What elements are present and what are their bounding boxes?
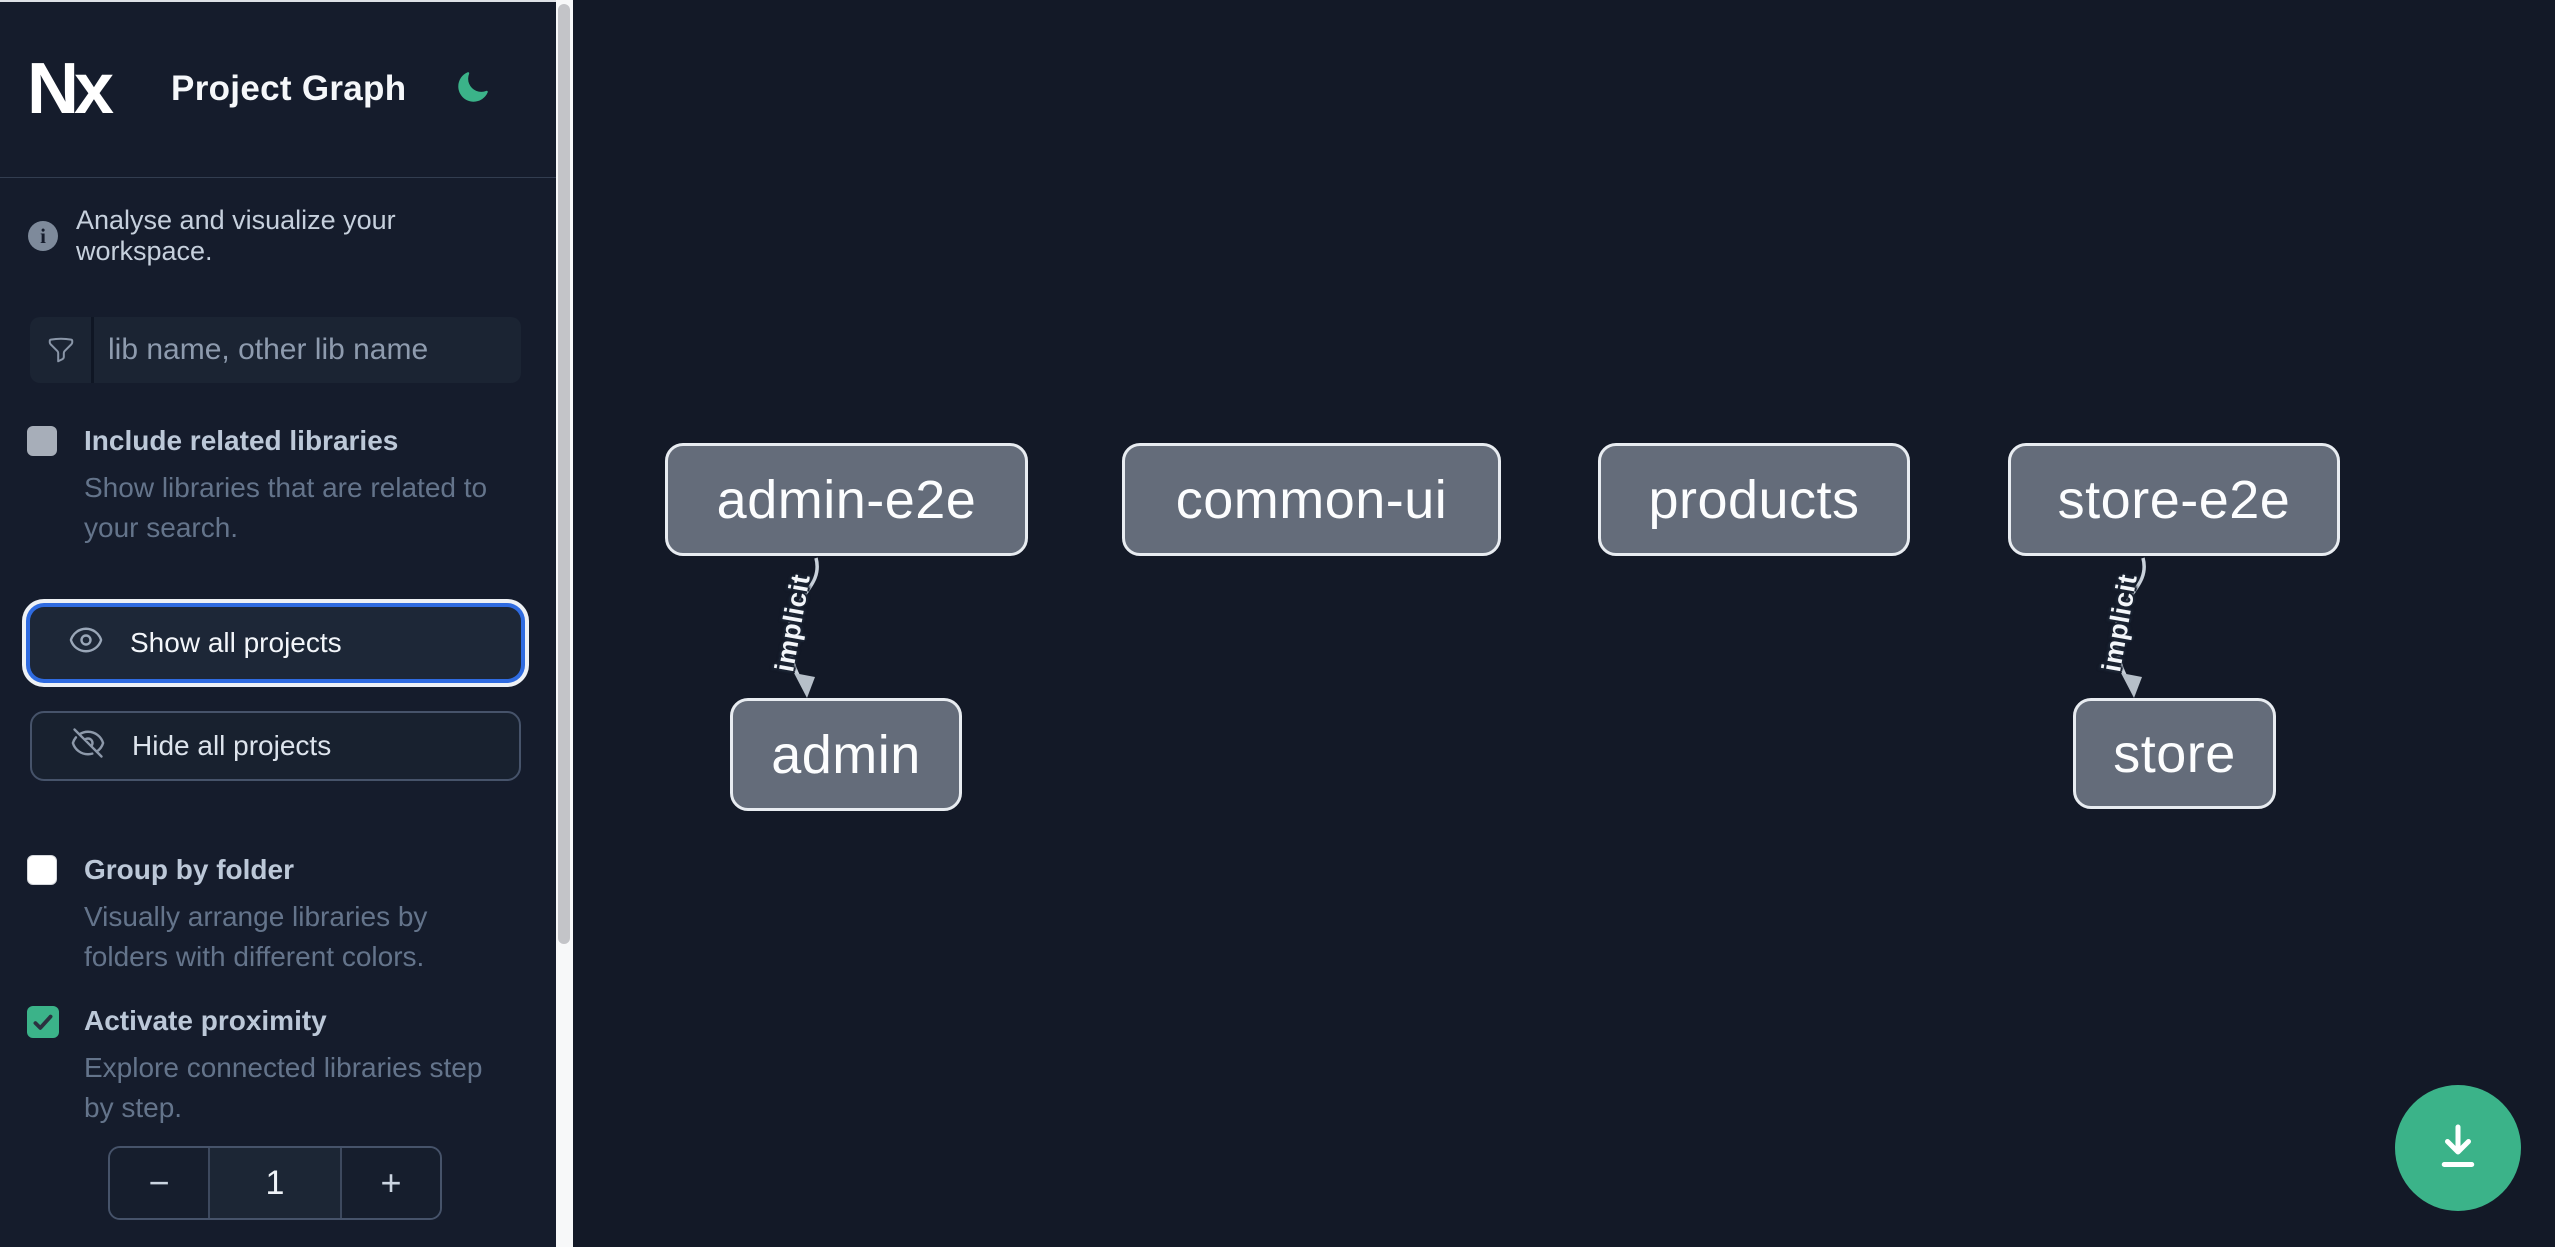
moon-icon: [455, 70, 490, 108]
graph-node-store-e2e[interactable]: store-e2e: [2008, 443, 2340, 556]
eye-icon: [68, 622, 104, 665]
proximity-decrement-button[interactable]: −: [110, 1148, 208, 1218]
proximity-increment-button[interactable]: +: [342, 1148, 440, 1218]
download-graph-button[interactable]: [2395, 1085, 2521, 1211]
include-related-description: Show libraries that are related to your …: [84, 472, 488, 543]
include-related-toggle: Include related libraries Show libraries…: [27, 424, 516, 548]
arrowhead-icon: [794, 673, 815, 698]
proximity-stepper: − 1 +: [108, 1146, 442, 1220]
sidebar-scrollbar[interactable]: [556, 0, 573, 1247]
group-by-folder-label: Group by folder: [84, 854, 294, 885]
activate-proximity-checkbox[interactable]: [27, 1006, 59, 1038]
proximity-value: 1: [208, 1148, 342, 1218]
search-input[interactable]: [94, 317, 521, 383]
include-related-checkbox[interactable]: [27, 426, 57, 456]
activate-proximity-description: Explore connected libraries step by step…: [84, 1052, 483, 1123]
hide-all-projects-label: Hide all projects: [132, 730, 332, 761]
show-all-projects-label: Show all projects: [130, 627, 342, 658]
activate-proximity-label: Activate proximity: [84, 1005, 327, 1036]
theme-toggle-button[interactable]: [452, 69, 492, 109]
group-by-folder-checkbox[interactable]: [27, 855, 57, 885]
info-text: Analyse and visualize your workspace.: [76, 205, 396, 266]
group-by-folder-toggle: Group by folder Visually arrange librari…: [27, 853, 516, 977]
info-icon: i: [28, 221, 58, 251]
page-title: Project Graph: [171, 68, 407, 108]
filter-funnel-icon: [30, 317, 94, 383]
sidebar: Nx Project Graph i Analyse and visualize…: [0, 0, 556, 1247]
graph-node-common-ui[interactable]: common-ui: [1122, 443, 1501, 556]
info-row: i Analyse and visualize your workspace.: [28, 205, 526, 267]
sidebar-header: Nx Project Graph: [0, 0, 556, 178]
include-related-label: Include related libraries: [84, 425, 399, 456]
graph-node-admin[interactable]: admin: [730, 698, 962, 811]
hide-all-projects-button[interactable]: Hide all projects: [30, 711, 521, 781]
graph-node-admin-e2e[interactable]: admin-e2e: [665, 443, 1028, 556]
nx-logo: Nx: [27, 48, 114, 129]
graph-node-products[interactable]: products: [1598, 443, 1910, 556]
eye-slash-icon: [70, 725, 106, 768]
search-box: [30, 317, 521, 383]
graph-node-store[interactable]: store: [2073, 698, 2276, 809]
activate-proximity-toggle: Activate proximity Explore connected lib…: [27, 1004, 516, 1128]
show-all-projects-button[interactable]: Show all projects: [30, 607, 521, 679]
arrowhead-icon: [2121, 673, 2142, 698]
download-icon: [2428, 1117, 2488, 1180]
group-by-folder-description: Visually arrange libraries by folders wi…: [84, 901, 428, 972]
sidebar-scrollbar-thumb[interactable]: [558, 4, 570, 944]
